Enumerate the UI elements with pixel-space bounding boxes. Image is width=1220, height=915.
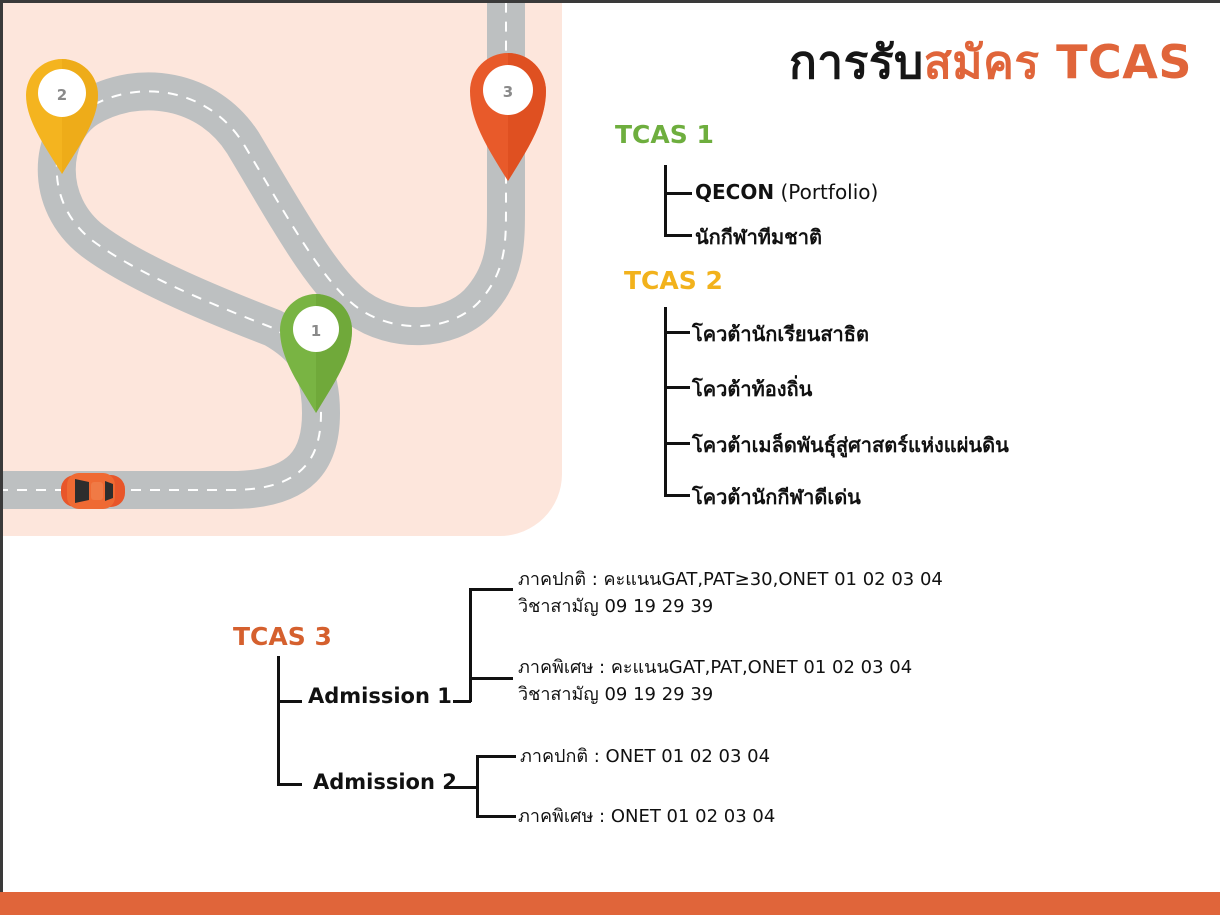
admission2-regular: ภาคปกติ : ONET 01 02 03 04 [520, 746, 771, 767]
tcas1-item-national-athlete: นักกีฬาทีมชาติ [695, 225, 822, 249]
tcas2-branch-4 [664, 494, 690, 497]
tcas2-branch-2 [664, 386, 690, 389]
admission1-bracket-bottom [469, 677, 513, 680]
tcas2-vertical-line [664, 307, 667, 497]
tcas2-branch-1 [664, 331, 690, 334]
admission1-regular-line2: วิชาสามัญ 09 19 29 39 [518, 596, 714, 617]
tcas2-branch-3 [664, 442, 690, 445]
left-border [0, 0, 3, 915]
page-title: การรับสมัคร TCAS [789, 26, 1192, 99]
map-pin-2-icon: 2 [26, 59, 98, 174]
svg-text:1: 1 [311, 322, 321, 340]
tcas2-item-2: โควต้าท้องถิ่น [692, 377, 813, 401]
tcas1-vertical-line [664, 165, 667, 237]
svg-text:2: 2 [57, 86, 67, 104]
tcas1-item-qecon: QECON (Portfolio) [695, 180, 879, 204]
admission1-bracket-top [469, 588, 513, 591]
tcas3-heading: TCAS 3 [233, 622, 332, 651]
admission1-label: Admission 1 [308, 684, 452, 708]
title-part-2: สมัคร TCAS [923, 35, 1192, 89]
admission2-connector [453, 786, 478, 789]
car-icon [61, 473, 125, 509]
road-map-illustration: 2 3 1 [3, 3, 562, 536]
tcas2-item-4: โควต้านักกีฬาดีเด่น [692, 485, 861, 509]
admission2-bracket-vertical [476, 755, 479, 818]
admission2-bracket-bottom [476, 815, 516, 818]
admission1-special-line2: วิชาสามัญ 09 19 29 39 [518, 684, 714, 705]
tcas1-heading: TCAS 1 [615, 120, 714, 149]
admission1-bracket-vertical [469, 588, 472, 702]
svg-text:3: 3 [503, 83, 513, 101]
tcas2-item-3: โควต้าเมล็ดพันธุ์สู่ศาสตร์แห่งแผ่นดิน [692, 433, 1009, 457]
map-pin-1-icon: 1 [280, 294, 352, 413]
admission1-special-line1: ภาคพิเศษ : คะแนนGAT,PAT,ONET 01 02 03 04 [518, 657, 913, 678]
tcas3-vertical-line [277, 656, 280, 786]
admission1-connector [453, 700, 471, 703]
road-map-svg: 2 3 1 [3, 3, 546, 509]
admission2-label: Admission 2 [313, 770, 457, 794]
admission1-regular-line1: ภาคปกติ : คะแนนGAT,PAT≥30,ONET 01 02 03 … [518, 569, 943, 590]
admission2-special: ภาคพิเศษ : ONET 01 02 03 04 [518, 806, 776, 827]
tcas2-item-1: โควต้านักเรียนสาธิต [692, 322, 869, 346]
top-border [0, 0, 1220, 3]
tcas3-branch-admission2 [277, 783, 302, 786]
admission2-bracket-top [476, 755, 516, 758]
tcas3-branch-admission1 [277, 700, 302, 703]
tcas1-branch-1 [664, 192, 692, 195]
tcas1-branch-2 [664, 234, 692, 237]
title-part-1: การรับ [788, 35, 924, 89]
map-pin-3-icon: 3 [470, 53, 546, 181]
tcas2-heading: TCAS 2 [624, 266, 723, 295]
footer-bar [0, 892, 1220, 915]
